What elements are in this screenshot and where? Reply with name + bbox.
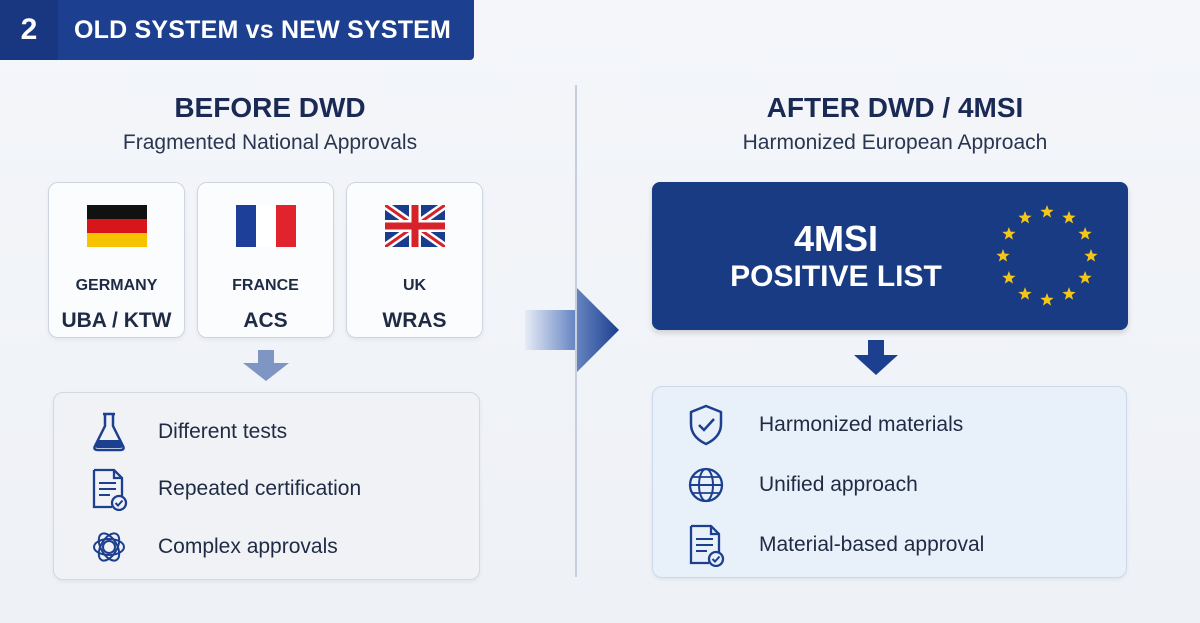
eu-star xyxy=(1078,227,1092,240)
list-item-label: Harmonized materials xyxy=(759,413,964,436)
shield-check-icon xyxy=(689,404,723,446)
germany-flag-icon xyxy=(86,205,147,247)
column-divider xyxy=(575,85,577,577)
eu-star xyxy=(1040,205,1054,218)
country-name: UK xyxy=(402,277,427,294)
uk-flag-icon xyxy=(384,205,445,247)
after-subtitle: Harmonized European Approach xyxy=(742,131,1048,154)
before-title: BEFORE DWD xyxy=(174,92,366,123)
down-arrow-icon xyxy=(854,340,898,375)
after-benefits-box: Harmonized materials Unified approach Ma… xyxy=(652,386,1127,578)
tangled-knot-icon xyxy=(93,532,125,562)
eu-stars-icon xyxy=(996,205,1098,306)
after-title: AFTER DWD / 4MSI xyxy=(766,92,1024,123)
badge-title: 4MSI xyxy=(793,218,879,259)
country-card-france: FRANCE ACS xyxy=(197,182,334,338)
list-item: Complex approvals xyxy=(90,527,338,567)
section-number: 2 xyxy=(0,0,58,60)
section-title: OLD SYSTEM vs NEW SYSTEM xyxy=(74,15,452,44)
country-approval-code: WRAS xyxy=(382,309,447,332)
globe-icon xyxy=(688,467,724,503)
eu-star xyxy=(1078,271,1092,284)
certificate-document-icon xyxy=(92,468,128,511)
country-card-uk: UK WRAS xyxy=(346,182,483,338)
section-header: 2 OLD SYSTEM vs NEW SYSTEM xyxy=(0,0,474,60)
eu-star xyxy=(1062,210,1076,224)
eu-star xyxy=(1018,287,1032,300)
eu-star xyxy=(996,249,1010,262)
eu-star xyxy=(1040,293,1054,306)
list-item: Material-based approval xyxy=(687,523,984,567)
before-issues-box: Different tests Repeated certification C… xyxy=(53,392,480,580)
list-item-label: Complex approvals xyxy=(158,535,338,558)
transition-arrow-icon xyxy=(525,288,619,372)
list-item-label: Different tests xyxy=(158,420,288,443)
list-item: Different tests xyxy=(90,411,287,453)
country-approval-code: UBA / KTW xyxy=(61,309,172,332)
country-approval-code: ACS xyxy=(243,309,288,332)
list-item: Repeated certification xyxy=(90,467,361,511)
country-name: FRANCE xyxy=(232,277,299,294)
country-card-germany: GERMANY UBA / KTW xyxy=(48,182,185,338)
down-arrow-icon xyxy=(243,350,289,381)
country-name: GERMANY xyxy=(75,277,158,294)
list-item-label: Material-based approval xyxy=(759,533,985,556)
eu-star xyxy=(1084,249,1098,262)
eu-star xyxy=(1002,227,1016,240)
eu-star xyxy=(1018,210,1032,224)
list-item-label: Unified approach xyxy=(759,473,918,496)
flask-icon xyxy=(93,412,125,452)
france-flag-icon xyxy=(235,205,296,247)
list-item-label: Repeated certification xyxy=(158,477,362,500)
list-item: Harmonized materials xyxy=(687,403,963,447)
before-subtitle: Fragmented National Approvals xyxy=(122,131,418,154)
eu-star xyxy=(1002,271,1016,284)
badge-subtitle: POSITIVE LIST xyxy=(730,260,942,293)
eu-star xyxy=(1062,287,1076,300)
positive-list-badge: 4MSI POSITIVE LIST xyxy=(652,182,1128,330)
document-check-icon xyxy=(689,524,725,567)
list-item: Unified approach xyxy=(687,465,918,505)
